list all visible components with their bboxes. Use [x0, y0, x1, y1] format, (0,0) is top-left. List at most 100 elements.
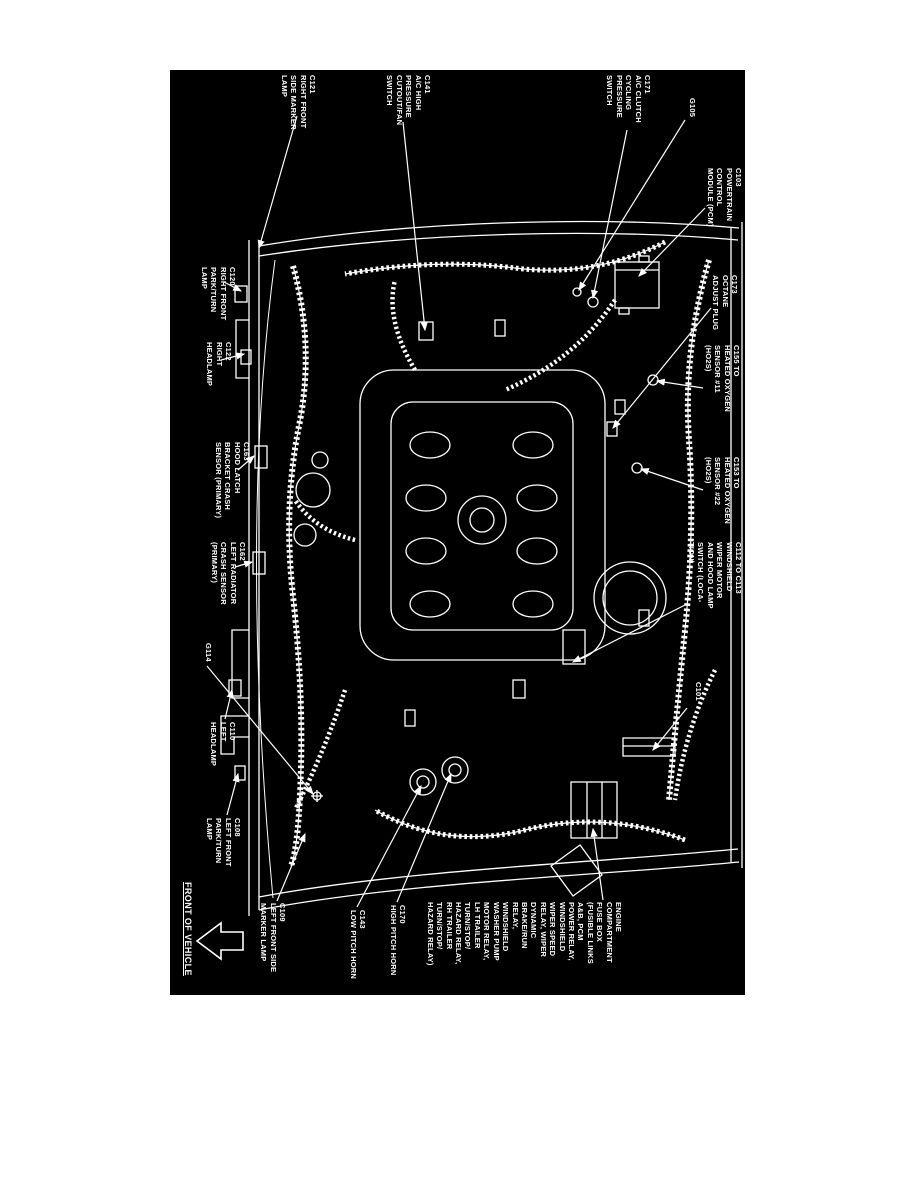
- callout-line: DYNAMIC: [529, 902, 539, 939]
- callout-line: (PRIMARY): [209, 542, 219, 584]
- callout-line: HIGH PITCH HORN: [388, 905, 398, 976]
- callout-line: WASHER PUMP: [491, 902, 501, 961]
- callout-line: C141: [423, 75, 432, 94]
- callout-line: SWITCH: [385, 75, 395, 106]
- callout-line: HEATED OXYGEN: [722, 345, 732, 413]
- callout-line: SENSOR #11: [713, 345, 723, 393]
- callout-line: HAZARD RELAY,: [454, 902, 464, 965]
- callout-line: LH TRAILER: [472, 902, 482, 949]
- callout-line: C108: [233, 818, 242, 837]
- callout-line: HEADLAMP: [209, 722, 219, 767]
- callout-line: RIGHT FRONT: [218, 267, 228, 321]
- callout-line: RIGHT FRONT: [298, 75, 308, 129]
- callout-line: POWER RELAY,: [566, 902, 576, 961]
- callout-line: C103: [734, 168, 743, 187]
- callout-line: RIGHT: [214, 342, 224, 367]
- callout-line: WINDSHIELD: [557, 902, 567, 952]
- callout-line: C122: [224, 342, 233, 361]
- callout-line: C171: [643, 75, 652, 94]
- callout-line: G114: [204, 643, 213, 662]
- callout-line: A&B, PCM: [576, 902, 586, 941]
- leader-lines: [206, 115, 712, 908]
- callout-line: RELAY, WIPER: [538, 902, 548, 958]
- callout-line: SIDE MARKER: [289, 75, 299, 130]
- callout-line: A/C CLUTCH: [633, 75, 643, 123]
- engine-block: [293, 369, 667, 661]
- callout-line: BRACKET CRASH: [223, 442, 233, 511]
- callout-line: HEADLAMP: [205, 342, 215, 387]
- callout-line: G105: [688, 98, 697, 118]
- callout-line: SENSOR #22: [713, 457, 723, 506]
- front-of-vehicle-arrow-icon: [195, 921, 244, 961]
- callout-line: COMPARTMENT: [604, 902, 614, 963]
- callout-line: MOTOR RELAY,: [482, 902, 492, 961]
- callout-line: LOW PITCH HORN: [348, 910, 358, 980]
- callout-line: PARK/TURN: [209, 267, 219, 313]
- callout-line: C153 TO: [732, 457, 741, 489]
- callout-line: RH TRAILER: [444, 902, 454, 950]
- callout-line: BRAKE/RUN: [519, 902, 529, 949]
- callout-line: WINDSHIELD: [501, 902, 511, 952]
- callout-line: (HO2S): [703, 457, 713, 484]
- callout-line: C143: [358, 910, 367, 929]
- callout-line: TION): [686, 542, 696, 564]
- callout-line: CRASH SENSOR: [219, 542, 229, 605]
- callout-line: WIPER SPEED: [548, 902, 558, 957]
- callout-line: C110: [228, 722, 237, 741]
- engine-diagram-art: [195, 115, 743, 961]
- callout-line: LEFT FRONT: [223, 818, 233, 867]
- callout-line: FUSE BOX: [595, 902, 605, 942]
- callout-line: SWITCH (LOCA-: [696, 542, 706, 603]
- callout-line: (FUSIBLE LINKS: [585, 902, 595, 964]
- callout-line: HEATED OXYGEN: [722, 457, 732, 525]
- callout-line: LAMP: [279, 75, 289, 98]
- callout-line: LEFT FRONT SIDE: [268, 903, 278, 973]
- callout-line: WIPER MOTOR: [715, 542, 725, 599]
- callout-line: CONTROL: [715, 168, 725, 207]
- callout-line: PARK/TURN: [214, 818, 224, 864]
- callout-line: SENSOR (PRIMARY): [213, 442, 223, 519]
- front-of-vehicle-label: FRONT OF VEHICLE: [183, 882, 193, 976]
- callout-line: C120: [228, 267, 237, 286]
- callout-line: CYCLING: [624, 75, 634, 111]
- callout-c101: C101: [694, 682, 703, 701]
- callout-line: TURN/STOP/: [463, 902, 473, 950]
- callout-line: A/C HIGH: [413, 75, 423, 111]
- callout-line: HAZARD RELAY): [425, 902, 435, 966]
- callout-line: PRESSURE: [404, 75, 414, 118]
- callout-g114: G114: [204, 643, 213, 662]
- callout-line: LAMP: [204, 818, 214, 841]
- callout-line: TURN/STOP/: [435, 902, 445, 950]
- callout-line: C162: [238, 542, 247, 561]
- callout-line: C170: [398, 905, 407, 924]
- callout-line: LEFT: [218, 722, 228, 742]
- callout-line: MODULE (PCM): [705, 168, 715, 227]
- callout-line: C155 TO: [732, 345, 741, 377]
- callout-line: AND HOOD LAMP: [705, 542, 715, 609]
- callout-line: C173: [730, 275, 739, 294]
- callout-line: RELAY,: [510, 902, 520, 930]
- callout-line: HOOD LATCH: [232, 442, 242, 494]
- callout-line: ENGINE: [614, 902, 623, 932]
- callout-line: WINDSHIELD: [724, 542, 734, 592]
- callout-line: C109: [278, 903, 287, 922]
- callout-line: OCTANE: [720, 275, 730, 308]
- callout-line: SWITCH: [605, 75, 615, 106]
